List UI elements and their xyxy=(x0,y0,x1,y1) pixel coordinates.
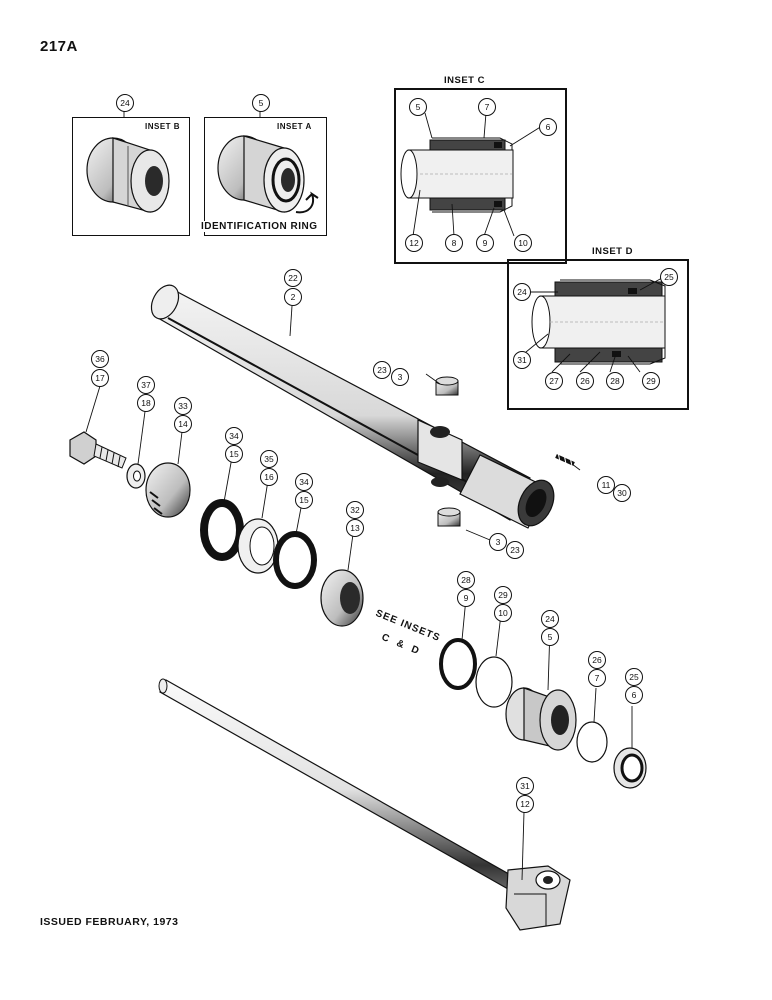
inset-d-section-drawing xyxy=(531,279,666,365)
callout-washer-37: 37 xyxy=(137,376,155,394)
inset-b-frame xyxy=(72,117,190,236)
callout-inset-c-12: 12 xyxy=(405,234,423,252)
gland-drawing xyxy=(505,687,577,751)
piston-rod-drawing xyxy=(158,678,571,931)
callout-seal-7: 7 xyxy=(588,669,606,687)
callout-nut-33: 33 xyxy=(174,397,192,415)
callout-ring-35: 35 xyxy=(260,450,278,468)
washer-drawing xyxy=(126,463,146,489)
callout-bushing-23a: 23 xyxy=(373,361,391,379)
cylinder-tube-drawing xyxy=(150,284,555,529)
callout-piston-32: 32 xyxy=(346,501,364,519)
bolt-drawing xyxy=(69,431,127,469)
inset-a-label: INSET A xyxy=(277,122,312,131)
callout-backup-10: 10 xyxy=(494,604,512,622)
inset-b-label: INSET B xyxy=(145,122,181,131)
callout-wiper-25: 25 xyxy=(625,668,643,686)
callout-inset-d-26: 26 xyxy=(576,372,594,390)
callout-ring-34a: 34 xyxy=(225,427,243,445)
inset-c-frame xyxy=(394,88,567,264)
callout-inset-a-5: 5 xyxy=(252,94,270,112)
callout-ring-34b: 34 xyxy=(295,473,313,491)
rod-seal-wiper-drawing xyxy=(576,721,647,789)
callout-tube-22: 22 xyxy=(284,269,302,287)
callout-ring-16: 16 xyxy=(260,468,278,486)
inset-d-frame xyxy=(507,259,689,410)
callout-bushing-3a: 3 xyxy=(391,368,409,386)
callout-inset-d-25: 25 xyxy=(660,268,678,286)
callout-bushing-23b: 23 xyxy=(506,541,524,559)
callout-oring-28: 28 xyxy=(457,571,475,589)
piston-seal-rings-drawing xyxy=(200,499,317,589)
callout-backup-29: 29 xyxy=(494,586,512,604)
inset-b-piston-drawing xyxy=(86,137,170,213)
callout-inset-c-9: 9 xyxy=(476,234,494,252)
callout-fitting-11: 11 xyxy=(597,476,615,494)
callout-nut-14: 14 xyxy=(174,415,192,433)
callout-washer-18: 18 xyxy=(137,394,155,412)
inset-a-gland-drawing xyxy=(217,135,319,214)
callout-inset-d-28: 28 xyxy=(606,372,624,390)
callout-inset-d-29: 29 xyxy=(642,372,660,390)
inset-c-section-drawing xyxy=(400,137,514,213)
callout-inset-d-24: 24 xyxy=(513,283,531,301)
piston-nut-drawing xyxy=(145,462,191,518)
callout-inset-b-24: 24 xyxy=(116,94,134,112)
callout-ring-15a: 15 xyxy=(225,445,243,463)
grease-fitting-drawing xyxy=(555,451,575,467)
issue-date: ISSUED FEBRUARY, 1973 xyxy=(40,916,179,928)
callout-wiper-6: 6 xyxy=(625,686,643,704)
callout-inset-c-6: 6 xyxy=(539,118,557,136)
callout-bolt-36: 36 xyxy=(91,350,109,368)
callout-seal-26: 26 xyxy=(588,651,606,669)
piston-drawing xyxy=(320,569,364,627)
identification-ring-label: IDENTIFICATION RING xyxy=(200,221,319,232)
callout-inset-c-5: 5 xyxy=(409,98,427,116)
port-bushing-drawing xyxy=(435,376,461,527)
callout-inset-c-7: 7 xyxy=(478,98,496,116)
callout-rod-12: 12 xyxy=(516,795,534,813)
callout-bushing-3b: 3 xyxy=(489,533,507,551)
o-ring-backup-drawing xyxy=(439,638,513,708)
callout-ring-15b: 15 xyxy=(295,491,313,509)
callout-fitting-30: 30 xyxy=(613,484,631,502)
inset-d-label: INSET D xyxy=(592,246,633,257)
callout-tube-2: 2 xyxy=(284,288,302,306)
callout-inset-d-27: 27 xyxy=(545,372,563,390)
callout-rod-31: 31 xyxy=(516,777,534,795)
inset-a-frame xyxy=(204,117,327,236)
callout-piston-13: 13 xyxy=(346,519,364,537)
callout-inset-d-31: 31 xyxy=(513,351,531,369)
callout-bolt-17: 17 xyxy=(91,369,109,387)
callout-inset-c-10: 10 xyxy=(514,234,532,252)
callout-oring-9: 9 xyxy=(457,589,475,607)
inset-c-label: INSET C xyxy=(444,75,485,86)
callout-gland-5: 5 xyxy=(541,628,559,646)
callout-gland-24: 24 xyxy=(541,610,559,628)
page-number: 217A xyxy=(40,38,78,55)
callout-inset-c-8: 8 xyxy=(445,234,463,252)
